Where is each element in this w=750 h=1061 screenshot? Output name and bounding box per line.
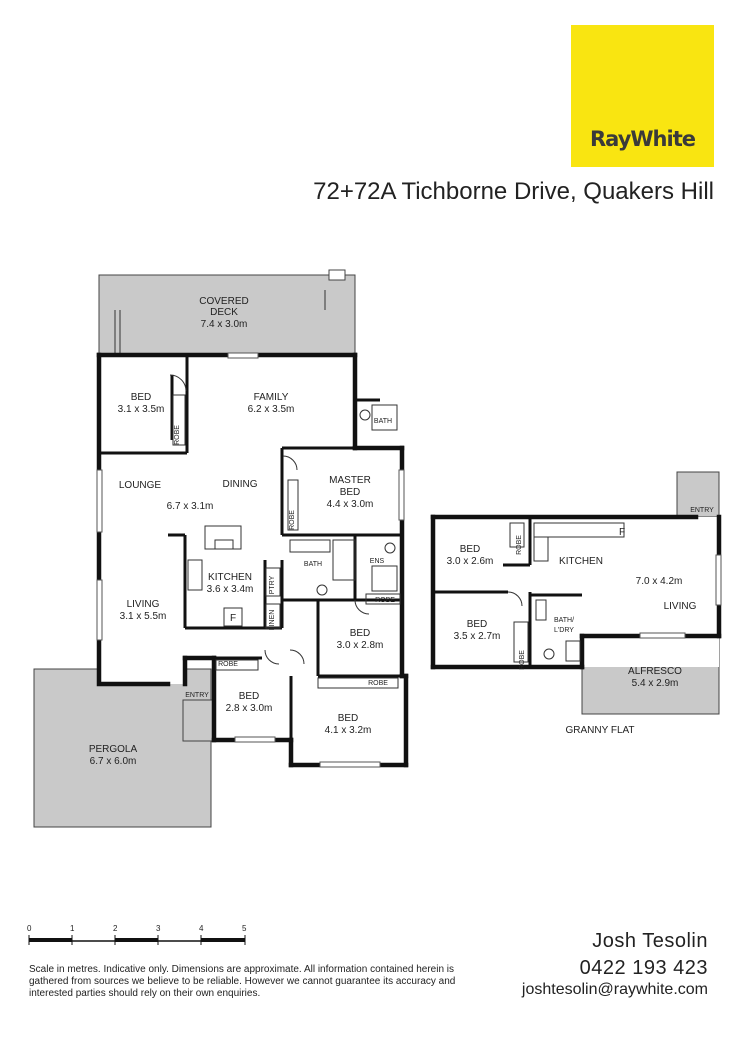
granny-bath-label: BATH/: [554, 617, 574, 624]
ens-label: ENS: [370, 558, 385, 565]
covered-deck-area: [98, 274, 356, 356]
dining-label: DINING: [223, 479, 258, 490]
granny-robe2-label: ROBE: [519, 650, 526, 670]
pergola-area: [33, 668, 212, 828]
bed4-robe-label: ROBE: [368, 680, 388, 687]
master-robe-label: ROBE: [289, 510, 296, 530]
disclaimer: Scale in metres. Indicative only. Dimens…: [29, 964, 456, 999]
logo-text: RayWhite: [590, 127, 696, 151]
bed2-label: BED: [350, 628, 371, 639]
alfresco-size: 5.4 x 2.9m: [632, 678, 679, 689]
granny-bath-label2: L'DRY: [554, 627, 574, 634]
agent-name: Josh Tesolin: [592, 930, 708, 952]
family-label: FAMILY: [254, 392, 289, 403]
kitchen-size: 3.6 x 3.4m: [207, 584, 254, 595]
scale-tick-3: 3: [156, 924, 161, 933]
covered-deck-size: 7.4 x 3.0m: [201, 319, 248, 330]
granny-bed1-size: 3.0 x 2.6m: [447, 556, 494, 567]
dining-size: 6.7 x 3.1m: [167, 501, 214, 512]
granny-bed1-label: BED: [460, 544, 481, 555]
granny-flat-title: GRANNY FLAT: [565, 725, 634, 736]
master-bed-size: 4.4 x 3.0m: [327, 499, 374, 510]
kitchen-fridge: F: [230, 613, 236, 624]
scale-tick-0: 0: [27, 924, 32, 933]
kitchen-label: KITCHEN: [208, 572, 252, 583]
linen-label: LINEN: [269, 610, 276, 631]
covered-deck-label2: DECK: [210, 307, 238, 318]
granny-living-label: LIVING: [664, 601, 697, 612]
covered-deck-label: COVERED: [199, 296, 248, 307]
pergola-label: PERGOLA: [89, 744, 138, 755]
bed2-size: 3.0 x 2.8m: [337, 640, 384, 651]
scale-tick-4: 4: [199, 924, 204, 933]
bed4-label: BED: [338, 713, 359, 724]
entry-label: ENTRY: [185, 692, 209, 699]
bed4-size: 4.1 x 3.2m: [325, 725, 372, 736]
alfresco-label: ALFRESCO: [628, 666, 682, 677]
scale-bar: 0 1 2 3 4 5: [27, 924, 247, 945]
agent-email[interactable]: joshtesolin@raywhite.com: [521, 981, 708, 998]
scale-tick-1: 1: [70, 924, 75, 933]
granny-robe1-label: ROBE: [516, 535, 523, 555]
bed3-label: BED: [239, 691, 260, 702]
granny-fridge: F: [619, 527, 625, 538]
granny-entry-area: [676, 471, 720, 518]
property-address: 72+72A Tichborne Drive, Quakers Hill: [313, 178, 714, 205]
granny-living-size: 7.0 x 4.2m: [636, 576, 683, 587]
granny-bed2-size: 3.5 x 2.7m: [454, 631, 501, 642]
family-size: 6.2 x 3.5m: [248, 404, 295, 415]
ray-white-logo: RayWhite: [571, 25, 714, 167]
agent-phone[interactable]: 0422 193 423: [579, 957, 708, 979]
entry-porch: [182, 699, 215, 742]
bath1-label: BATH: [374, 418, 392, 425]
bed3-size: 2.8 x 3.0m: [226, 703, 273, 714]
master-bed-label2: BED: [340, 487, 361, 498]
bath2-label: BATH: [304, 561, 322, 568]
granny-bed2-label: BED: [467, 619, 488, 630]
granny-kitchen-label: KITCHEN: [559, 556, 603, 567]
bed1-label: BED: [131, 392, 152, 403]
living-label: LIVING: [127, 599, 160, 610]
bed1-robe-label: ROBE: [174, 425, 181, 445]
lounge-label: LOUNGE: [119, 480, 162, 491]
master-bed-label: MASTER: [329, 475, 371, 486]
pergola-size: 6.7 x 6.0m: [90, 756, 137, 767]
bed1-size: 3.1 x 3.5m: [118, 404, 165, 415]
scale-tick-5: 5: [242, 924, 247, 933]
pantry-label: PTRY: [269, 575, 276, 594]
bed3-robe-label: ROBE: [218, 661, 238, 668]
scale-tick-2: 2: [113, 924, 118, 933]
bed2-robe-label: ROBE: [375, 597, 395, 604]
granny-entry-label: ENTRY: [690, 507, 714, 514]
living-size: 3.1 x 5.5m: [120, 611, 167, 622]
